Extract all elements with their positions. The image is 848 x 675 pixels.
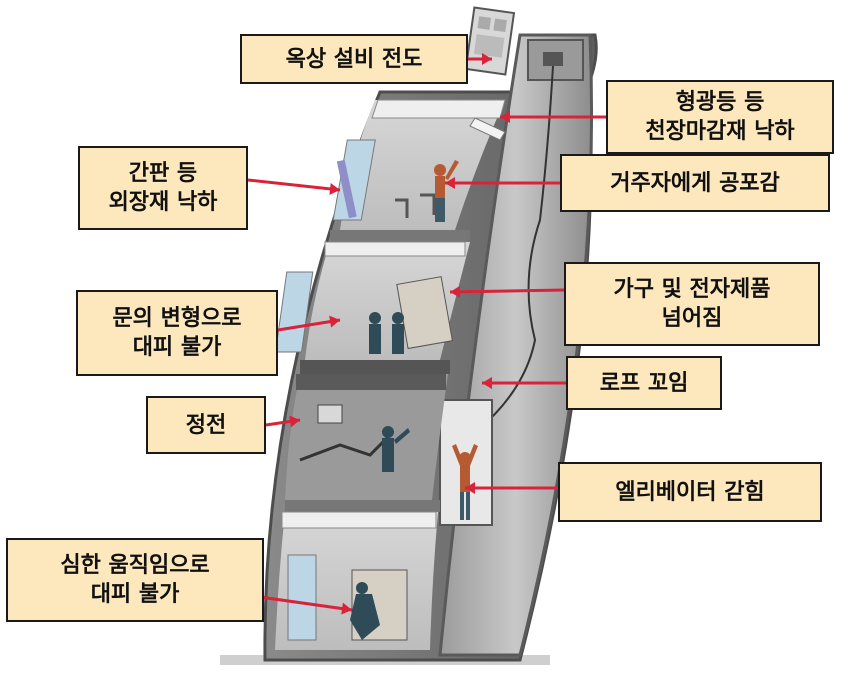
label-furniture-topple: 가구 및 전자제품 넘어짐 xyxy=(564,262,820,346)
person-in-dark xyxy=(382,426,410,472)
frightened-person xyxy=(434,160,459,198)
label-door-line-1: 문의 변형으로 xyxy=(112,306,242,331)
label-blackout-line-1: 정전 xyxy=(185,412,227,438)
floor-1-slab xyxy=(330,230,470,242)
label-ceiling-line-2: 천장마감재 낙하 xyxy=(645,119,795,144)
fallen-light xyxy=(469,117,506,141)
floor-1-room xyxy=(340,100,505,230)
arrow-rope xyxy=(482,377,566,389)
office-chairs-1 xyxy=(395,193,436,218)
frightened-person-legs xyxy=(435,198,445,222)
floor-3-ceiling xyxy=(296,374,446,390)
label-ceiling-line-1: 형광등 등 xyxy=(675,90,765,115)
people-blocked xyxy=(369,312,404,354)
label-elevator-line-1: 엘리베이터 갇힘 xyxy=(615,479,765,505)
label-door-deformation: 문의 변형으로 대피 불가 xyxy=(76,290,278,376)
label-movement-line-1: 심한 움직임으로 xyxy=(60,553,210,578)
floor-2-slab xyxy=(300,360,450,374)
arrow-exterior xyxy=(247,178,341,195)
arrow-blackout xyxy=(265,415,301,428)
label-resident-fear: 거주자에게 공포감 xyxy=(560,154,830,212)
floor-1-door xyxy=(332,139,376,221)
falling-sign xyxy=(336,159,357,219)
label-exterior-line-2: 외장재 낙하 xyxy=(108,190,218,215)
arrow-furniture xyxy=(449,285,565,298)
label-rope-line-1: 로프 꼬임 xyxy=(599,370,689,396)
arrow-fear xyxy=(445,177,560,189)
label-fear-line-1: 거주자에게 공포감 xyxy=(610,170,780,196)
label-furniture-line-2: 넘어짐 xyxy=(661,306,723,331)
label-rope-twist: 로프 꼬임 xyxy=(566,356,722,410)
monitor xyxy=(317,404,343,424)
label-rooftop-line-1: 옥상 설비 전도 xyxy=(285,46,423,72)
arrow-rooftop xyxy=(468,53,492,65)
arrow-elevator xyxy=(465,482,558,494)
floor-4-ceiling xyxy=(281,511,437,529)
label-door-line-2: 대피 불가 xyxy=(132,335,222,360)
label-exterior-line-1: 간판 등 xyxy=(128,161,198,186)
label-ceiling-fall: 형광등 등 천장마감재 낙하 xyxy=(606,80,834,154)
arrow-door xyxy=(277,315,341,332)
label-movement-line-2: 대피 불가 xyxy=(90,582,180,607)
trapped-person xyxy=(452,444,478,492)
elevator-motor xyxy=(543,52,563,66)
label-severe-movement: 심한 움직임으로 대피 불가 xyxy=(6,538,264,622)
label-elevator-trapped: 엘리베이터 갇힘 xyxy=(558,462,822,522)
crouching-person xyxy=(350,582,380,640)
trapped-person-legs xyxy=(460,492,470,520)
deformed-door xyxy=(274,271,314,353)
label-rooftop-equipment: 옥상 설비 전도 xyxy=(240,34,468,84)
label-furniture-line-1: 가구 및 전자제품 xyxy=(613,277,771,302)
label-blackout: 정전 xyxy=(146,396,266,454)
arrow-ceiling xyxy=(500,111,606,123)
floor-3-slab xyxy=(285,500,440,512)
floor-2-ceiling xyxy=(324,241,466,257)
label-exterior-fall: 간판 등 외장재 낙하 xyxy=(78,146,248,230)
fallen-desks xyxy=(299,433,392,462)
floor-4-door xyxy=(287,554,317,641)
